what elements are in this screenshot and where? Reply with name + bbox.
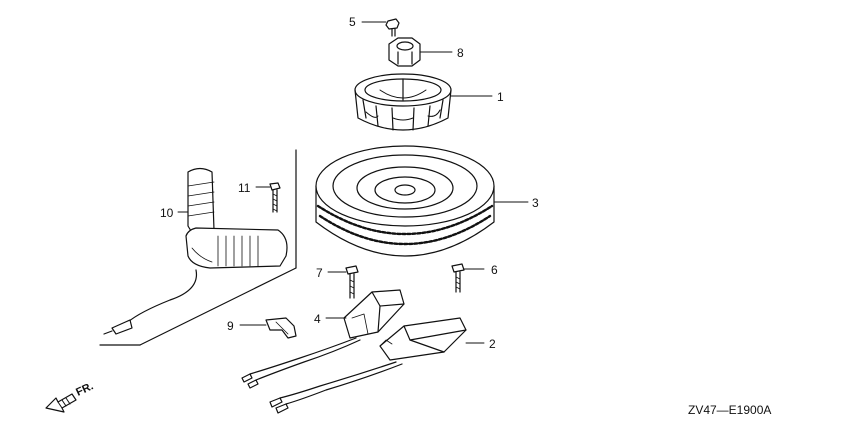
- clip-part-9: [265, 317, 297, 339]
- ignition-coil-part-4: [241, 289, 405, 389]
- front-direction-arrow-icon: [45, 393, 77, 413]
- callout-6: 6: [491, 263, 498, 277]
- callout-11: 11: [238, 181, 251, 195]
- nut-part-8: [388, 37, 421, 67]
- callout-3: 3: [532, 196, 539, 210]
- callout-4: 4: [314, 312, 321, 326]
- callout-5: 5: [349, 15, 356, 29]
- direction-label: FR.: [74, 380, 95, 398]
- charge-coil-part-10: [103, 167, 288, 335]
- stator-panel-outline: [99, 149, 297, 346]
- callout-10: 10: [160, 206, 174, 220]
- flywheel-part-3: [315, 145, 495, 257]
- callout-2: 2: [489, 337, 496, 351]
- bolt-part-7: [345, 265, 359, 299]
- bolt-part-6: [451, 263, 465, 293]
- callout-7: 7: [316, 266, 323, 280]
- bolt-part-11: [269, 182, 281, 213]
- callout-9: 9: [227, 319, 234, 333]
- callout-8: 8: [457, 46, 464, 60]
- leader-lines: [177, 21, 529, 344]
- bolt-part-5: [385, 18, 400, 37]
- starter-pulley-part-1: [354, 73, 452, 131]
- callout-1: 1: [497, 90, 504, 104]
- regulator-part-2: [269, 317, 467, 414]
- callout-labels: 5 8 1 3 10 11 7 6 4 9 2: [160, 15, 539, 351]
- diagram-part-code: ZV47—E1900A: [688, 403, 771, 417]
